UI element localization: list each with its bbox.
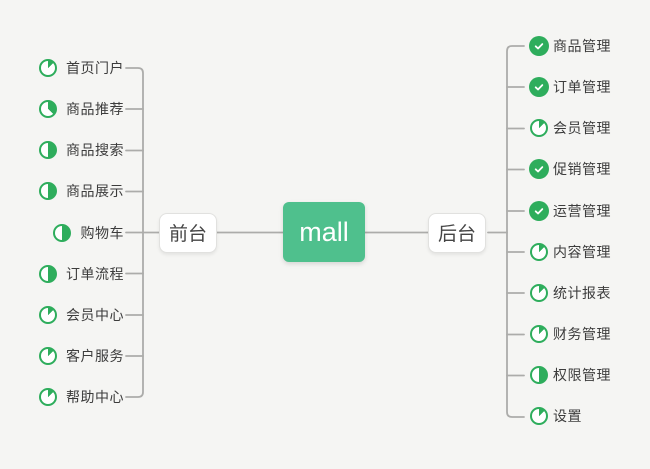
topic-label: 设置: [553, 408, 582, 425]
topic-row[interactable]: 商品搜索: [34, 130, 124, 171]
task-progress-icon: [37, 304, 58, 325]
task-progress-icon: [37, 58, 58, 79]
topic-label: 购物车: [80, 224, 124, 241]
task-progress-icon: [37, 346, 58, 367]
node-backend[interactable]: 后台: [428, 212, 486, 253]
topic-label: 商品展示: [66, 183, 124, 200]
topic-row[interactable]: 运营管理: [528, 190, 648, 231]
task-progress-icon: [528, 35, 549, 56]
topic-row[interactable]: 首页门户: [34, 48, 124, 89]
task-progress-icon: [528, 406, 549, 427]
topic-label: 客户服务: [66, 348, 124, 365]
topic-label: 订单管理: [553, 79, 611, 96]
check-icon: [534, 166, 543, 173]
topic-label: 会员中心: [66, 306, 124, 323]
task-progress-icon: [528, 282, 549, 303]
topic-label: 商品管理: [553, 37, 611, 54]
topic-row[interactable]: 统计报表: [528, 272, 648, 313]
topic-row[interactable]: 权限管理: [528, 355, 648, 396]
topic-row[interactable]: 购物车: [34, 212, 124, 253]
topic-label: 首页门户: [66, 60, 124, 77]
task-progress-icon: [528, 323, 549, 344]
topic-row[interactable]: 会员中心: [34, 294, 124, 335]
front-branch-list: 首页门户 商品推荐 商品搜索 商品展示 购物车 订单流程 会员中心 客户服务: [34, 48, 124, 418]
topic-label: 促销管理: [553, 161, 611, 178]
topic-row[interactable]: 订单流程: [34, 253, 124, 294]
task-progress-icon: [528, 200, 549, 221]
task-progress-icon: [37, 387, 58, 408]
task-progress-icon: [37, 263, 58, 284]
topic-label: 商品推荐: [66, 101, 124, 118]
topic-label: 权限管理: [553, 367, 611, 384]
task-progress-icon: [37, 99, 58, 120]
check-icon: [534, 84, 543, 91]
topic-row[interactable]: 客户服务: [34, 335, 124, 376]
node-frontend[interactable]: 前台: [159, 212, 217, 253]
topic-row[interactable]: 内容管理: [528, 231, 648, 272]
task-progress-icon: [37, 181, 58, 202]
topic-label: 订单流程: [66, 265, 124, 282]
task-progress-icon: [528, 77, 549, 98]
topic-label: 内容管理: [553, 243, 611, 260]
task-progress-icon: [37, 140, 58, 161]
task-progress-icon: [528, 365, 549, 386]
task-progress-icon: [528, 118, 549, 139]
task-progress-icon: [52, 222, 73, 243]
topic-label: 运营管理: [553, 202, 611, 219]
topic-row[interactable]: 设置: [528, 396, 648, 437]
root-node-mall[interactable]: mall: [283, 202, 365, 262]
topic-label: 会员管理: [553, 120, 611, 137]
topic-row[interactable]: 订单管理: [528, 67, 648, 108]
topic-row[interactable]: 财务管理: [528, 313, 648, 354]
task-progress-icon: [528, 241, 549, 262]
topic-row[interactable]: 商品管理: [528, 25, 648, 66]
check-icon: [534, 207, 543, 214]
topic-row[interactable]: 帮助中心: [34, 377, 124, 418]
check-icon: [534, 43, 543, 50]
back-branch-list: 商品管理 订单管理 会员管理 促销管理 运营管理 内容管理 统计报表 财务管理: [528, 25, 648, 436]
topic-row[interactable]: 促销管理: [528, 149, 648, 190]
task-progress-icon: [528, 159, 549, 180]
topic-label: 财务管理: [553, 325, 611, 342]
topic-label: 商品搜索: [66, 142, 124, 159]
topic-row[interactable]: 会员管理: [528, 108, 648, 149]
back-trunk-line: [506, 45, 525, 418]
topic-label: 帮助中心: [66, 389, 124, 406]
topic-row[interactable]: 商品展示: [34, 171, 124, 212]
topic-label: 统计报表: [553, 284, 611, 301]
topic-row[interactable]: 商品推荐: [34, 89, 124, 130]
